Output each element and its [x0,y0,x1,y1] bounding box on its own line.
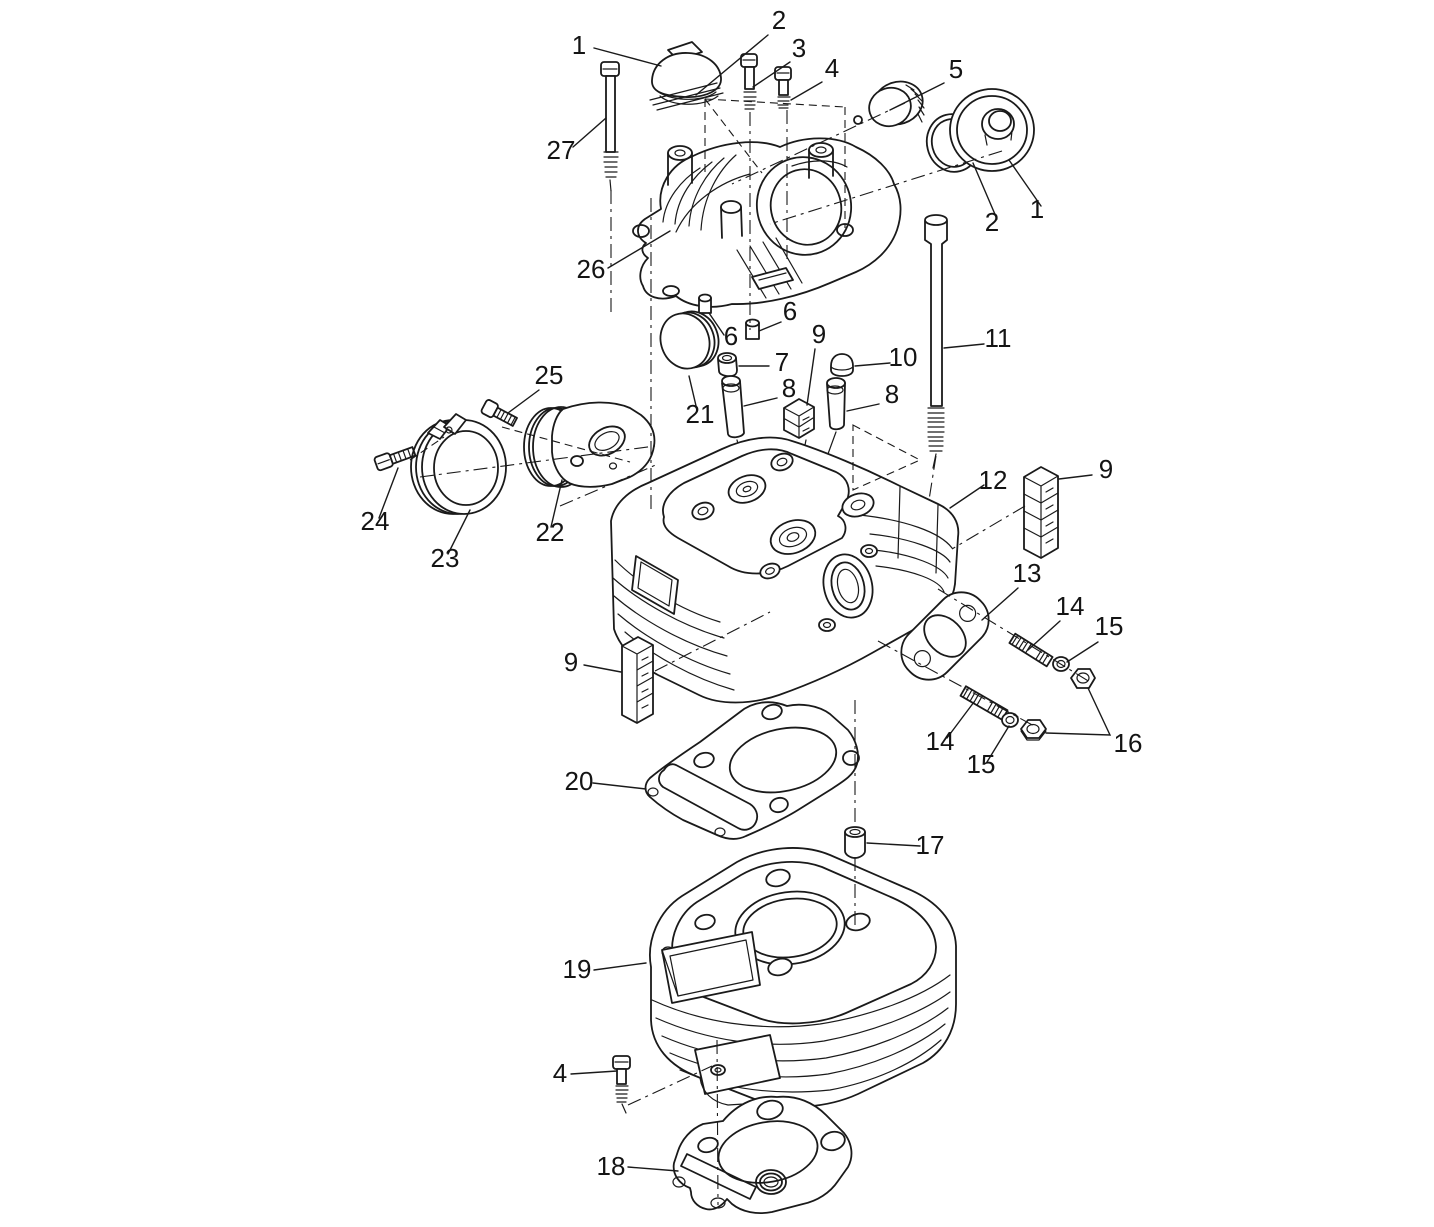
washer-15-lower [1001,712,1019,728]
callout-2-right: 2 [985,207,999,237]
callout-2-top: 2 [772,5,786,35]
callout-6-right: 6 [783,296,797,326]
callout-15-upper: 15 [1095,611,1124,641]
callout-9-left: 9 [564,647,578,677]
cylinder-19 [649,847,957,1108]
callout-8-right: 8 [885,379,899,409]
callout-27: 27 [547,135,576,165]
dowel-17 [844,826,866,859]
screw-plug-5 [868,80,925,128]
callout-9-mid: 9 [812,319,826,349]
bolt-4-bottom [612,1055,631,1114]
intake-flange-22 [523,401,656,488]
cylinder-head-12 [610,436,960,704]
callout-4-bottom: 4 [553,1058,567,1088]
callout-5: 5 [949,54,963,84]
callout-24: 24 [361,506,390,536]
callout-26: 26 [577,254,606,284]
callout-25: 25 [535,360,564,390]
callout-4-top: 4 [825,53,839,83]
callout-19: 19 [563,954,592,984]
callout-14-upper: 14 [1056,591,1085,621]
callout-1-top: 1 [572,30,586,60]
shim-stack-9-left [621,636,654,724]
callout-8-left: 8 [782,373,796,403]
callout-21: 21 [686,399,715,429]
shim-stack-9-right [1023,466,1059,559]
head-gasket-20 [644,701,860,840]
clamp-screw-25 [480,399,518,427]
nut-16-lower [1020,719,1047,741]
nut-16-upper [1070,668,1096,689]
callout-11: 11 [985,323,1012,353]
bolt-3 [740,53,758,110]
callout-12: 12 [979,465,1008,495]
long-bolt-27 [600,61,620,192]
cover-bolt-towers [667,142,834,239]
construction-lines [409,98,1091,1206]
callout-18: 18 [597,1151,626,1181]
clamp-23 [410,413,507,515]
parts-artwork [373,41,1096,1215]
oil-filler-cap [651,41,722,105]
leader-lines [378,34,1112,1172]
bolt-4-top [774,66,792,109]
callout-23: 23 [431,543,460,573]
callout-7: 7 [775,347,789,377]
callout-17: 17 [916,830,945,860]
round-plug-21 [659,310,720,370]
long-bolt-11 [924,214,948,469]
callout-1-right: 1 [1030,194,1044,224]
callout-15-lower: 15 [967,749,996,779]
small-bolt-6-right [745,318,760,340]
callout-14-lower: 14 [926,726,955,756]
callout-3: 3 [792,33,806,63]
cap-1-right [949,88,1035,172]
exhaust-gasket-13 [900,591,990,681]
callout-6-left: 6 [724,321,738,351]
base-gasket-18 [672,1095,853,1215]
callout-20: 20 [565,766,594,796]
valve-cover-26 [632,137,902,308]
stud-14-lower [959,685,1009,721]
callout-16: 16 [1114,728,1143,758]
callout-9-right: 9 [1099,454,1113,484]
valve-cap-10 [830,353,854,377]
stud-14-upper [1008,632,1054,668]
flange-bolt-24 [373,446,417,472]
callout-22: 22 [536,517,565,547]
valve-guide-8-right [820,377,846,474]
small-bolt-6-left [698,293,712,314]
valve-seal-7 [717,352,738,378]
callout-13: 13 [1013,558,1042,588]
vent-dot [853,115,863,125]
filler-cap-gasket [649,82,724,111]
callout-labels: 1 2 3 4 5 27 26 2 1 6 6 21 7 8 9 10 8 11… [361,5,1143,1181]
callout-10: 10 [889,342,918,372]
